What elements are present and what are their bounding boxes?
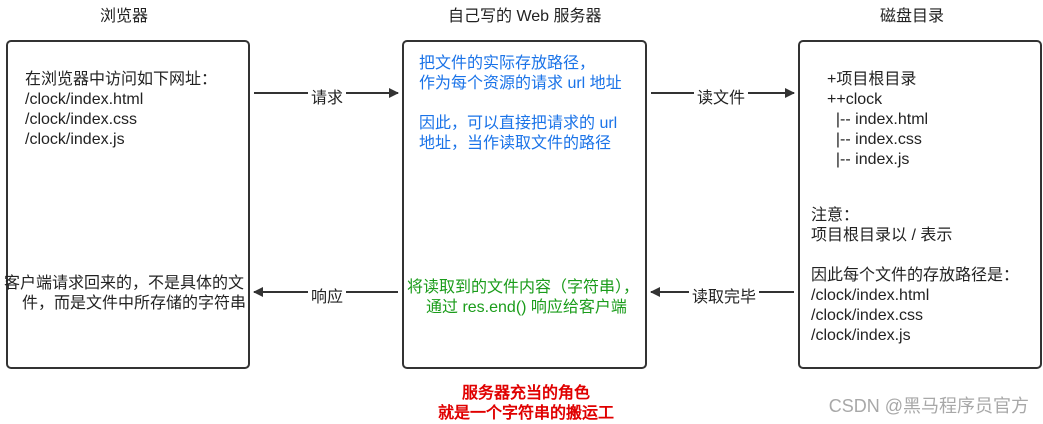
- browser-url-js: /clock/index.js: [25, 131, 125, 148]
- server-column-title: 自己写的 Web 服务器: [448, 8, 602, 25]
- note-title: 注意：: [811, 207, 860, 224]
- tree-index-html: |-- index.html: [827, 111, 929, 128]
- caption-line-2: 就是一个字符串的搬运工: [438, 405, 615, 422]
- tree-index-css: |-- index.css: [827, 131, 922, 148]
- server-response-line-1: 将读取到的文件内容（字符串），: [407, 279, 640, 296]
- tree-clock: ++clock: [827, 91, 883, 108]
- browser-column-title: 浏览器: [100, 8, 149, 25]
- browser-result-line-2: 件，而是文件中所存储的字符串: [22, 295, 247, 312]
- server-path-line-4: 地址，当作读取文件的路径: [419, 135, 612, 152]
- server-path-line-3: 因此，可以直接把请求的 url: [419, 115, 618, 132]
- browser-url-intro: 在浏览器中访问如下网址：: [25, 71, 218, 88]
- request-label: 请求: [308, 84, 347, 108]
- server-box: 把文件的实际存放路径， 作为每个资源的请求 url 地址 因此，可以直接把请求的…: [402, 40, 647, 369]
- note-path-js: /clock/index.js: [811, 327, 911, 344]
- response-label: 响应: [308, 283, 347, 307]
- note-root-slash: 项目根目录以 / 表示: [811, 227, 953, 244]
- server-path-line-2: 作为每个资源的请求 url 地址: [419, 75, 622, 92]
- csdn-watermark: CSDN @黑马程序员官方: [828, 396, 1029, 416]
- tree-root: +项目根目录: [827, 71, 917, 88]
- disk-box: +项目根目录 ++clock |-- index.html |-- index.…: [798, 40, 1042, 369]
- disk-column-title: 磁盘目录: [880, 8, 945, 25]
- browser-result-line-1: 客户端请求回来的，不是具体的文: [4, 275, 245, 292]
- read-file-label: 读文件: [694, 84, 749, 108]
- browser-box: 在浏览器中访问如下网址： /clock/index.html /clock/in…: [4, 40, 250, 369]
- caption-line-1: 服务器充当的角色: [462, 385, 591, 402]
- tree-index-js: |-- index.js: [827, 151, 910, 168]
- server-path-line-1: 把文件的实际存放路径，: [419, 55, 596, 72]
- read-done-label: 读取完毕: [689, 283, 760, 307]
- browser-url-html: /clock/index.html: [25, 91, 144, 108]
- note-path-html: /clock/index.html: [811, 287, 930, 304]
- browser-url-css: /clock/index.css: [25, 111, 138, 128]
- note-paths-intro: 因此每个文件的存放路径是：: [811, 267, 1020, 284]
- server-response-line-2: 通过 res.end() 响应给客户端: [426, 299, 627, 316]
- note-path-css: /clock/index.css: [811, 307, 924, 324]
